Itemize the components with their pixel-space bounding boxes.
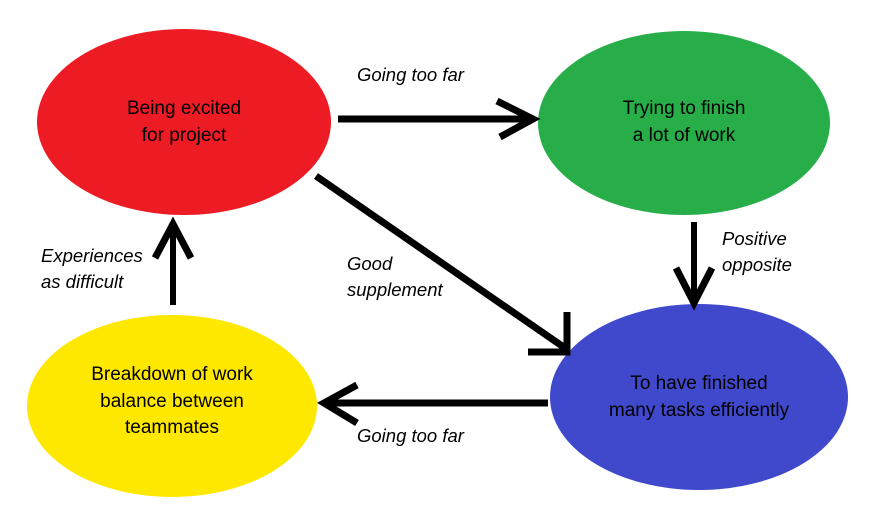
node-shape-being-excited-for-project[interactable] [37, 29, 331, 215]
edge-arrow-going-too-far-bottom [316, 381, 548, 426]
edge-arrow-positive-opposite [672, 222, 716, 311]
edge-label-going-too-far-top: Going too far [357, 64, 464, 85]
edge-label-positive-opposite: Positive opposite [722, 228, 792, 276]
edge-label-experiences-as-difficult: Experiences as difficult [41, 245, 143, 293]
node-shape-to-have-finished-many-tasks[interactable] [550, 304, 848, 490]
edge-arrow-good-supplement [314, 173, 571, 356]
edge-label-good-supplement: Good supplement [347, 253, 443, 301]
edge-arrow-experiences-as-difficult [151, 216, 195, 305]
edge-arrow-going-too-far-top [338, 97, 541, 141]
edge-label-going-too-far-bottom: Going too far [357, 425, 464, 446]
node-shape-trying-to-finish-a-lot-of-work[interactable] [538, 31, 830, 215]
node-shape-breakdown-of-work-balance[interactable] [27, 315, 317, 497]
